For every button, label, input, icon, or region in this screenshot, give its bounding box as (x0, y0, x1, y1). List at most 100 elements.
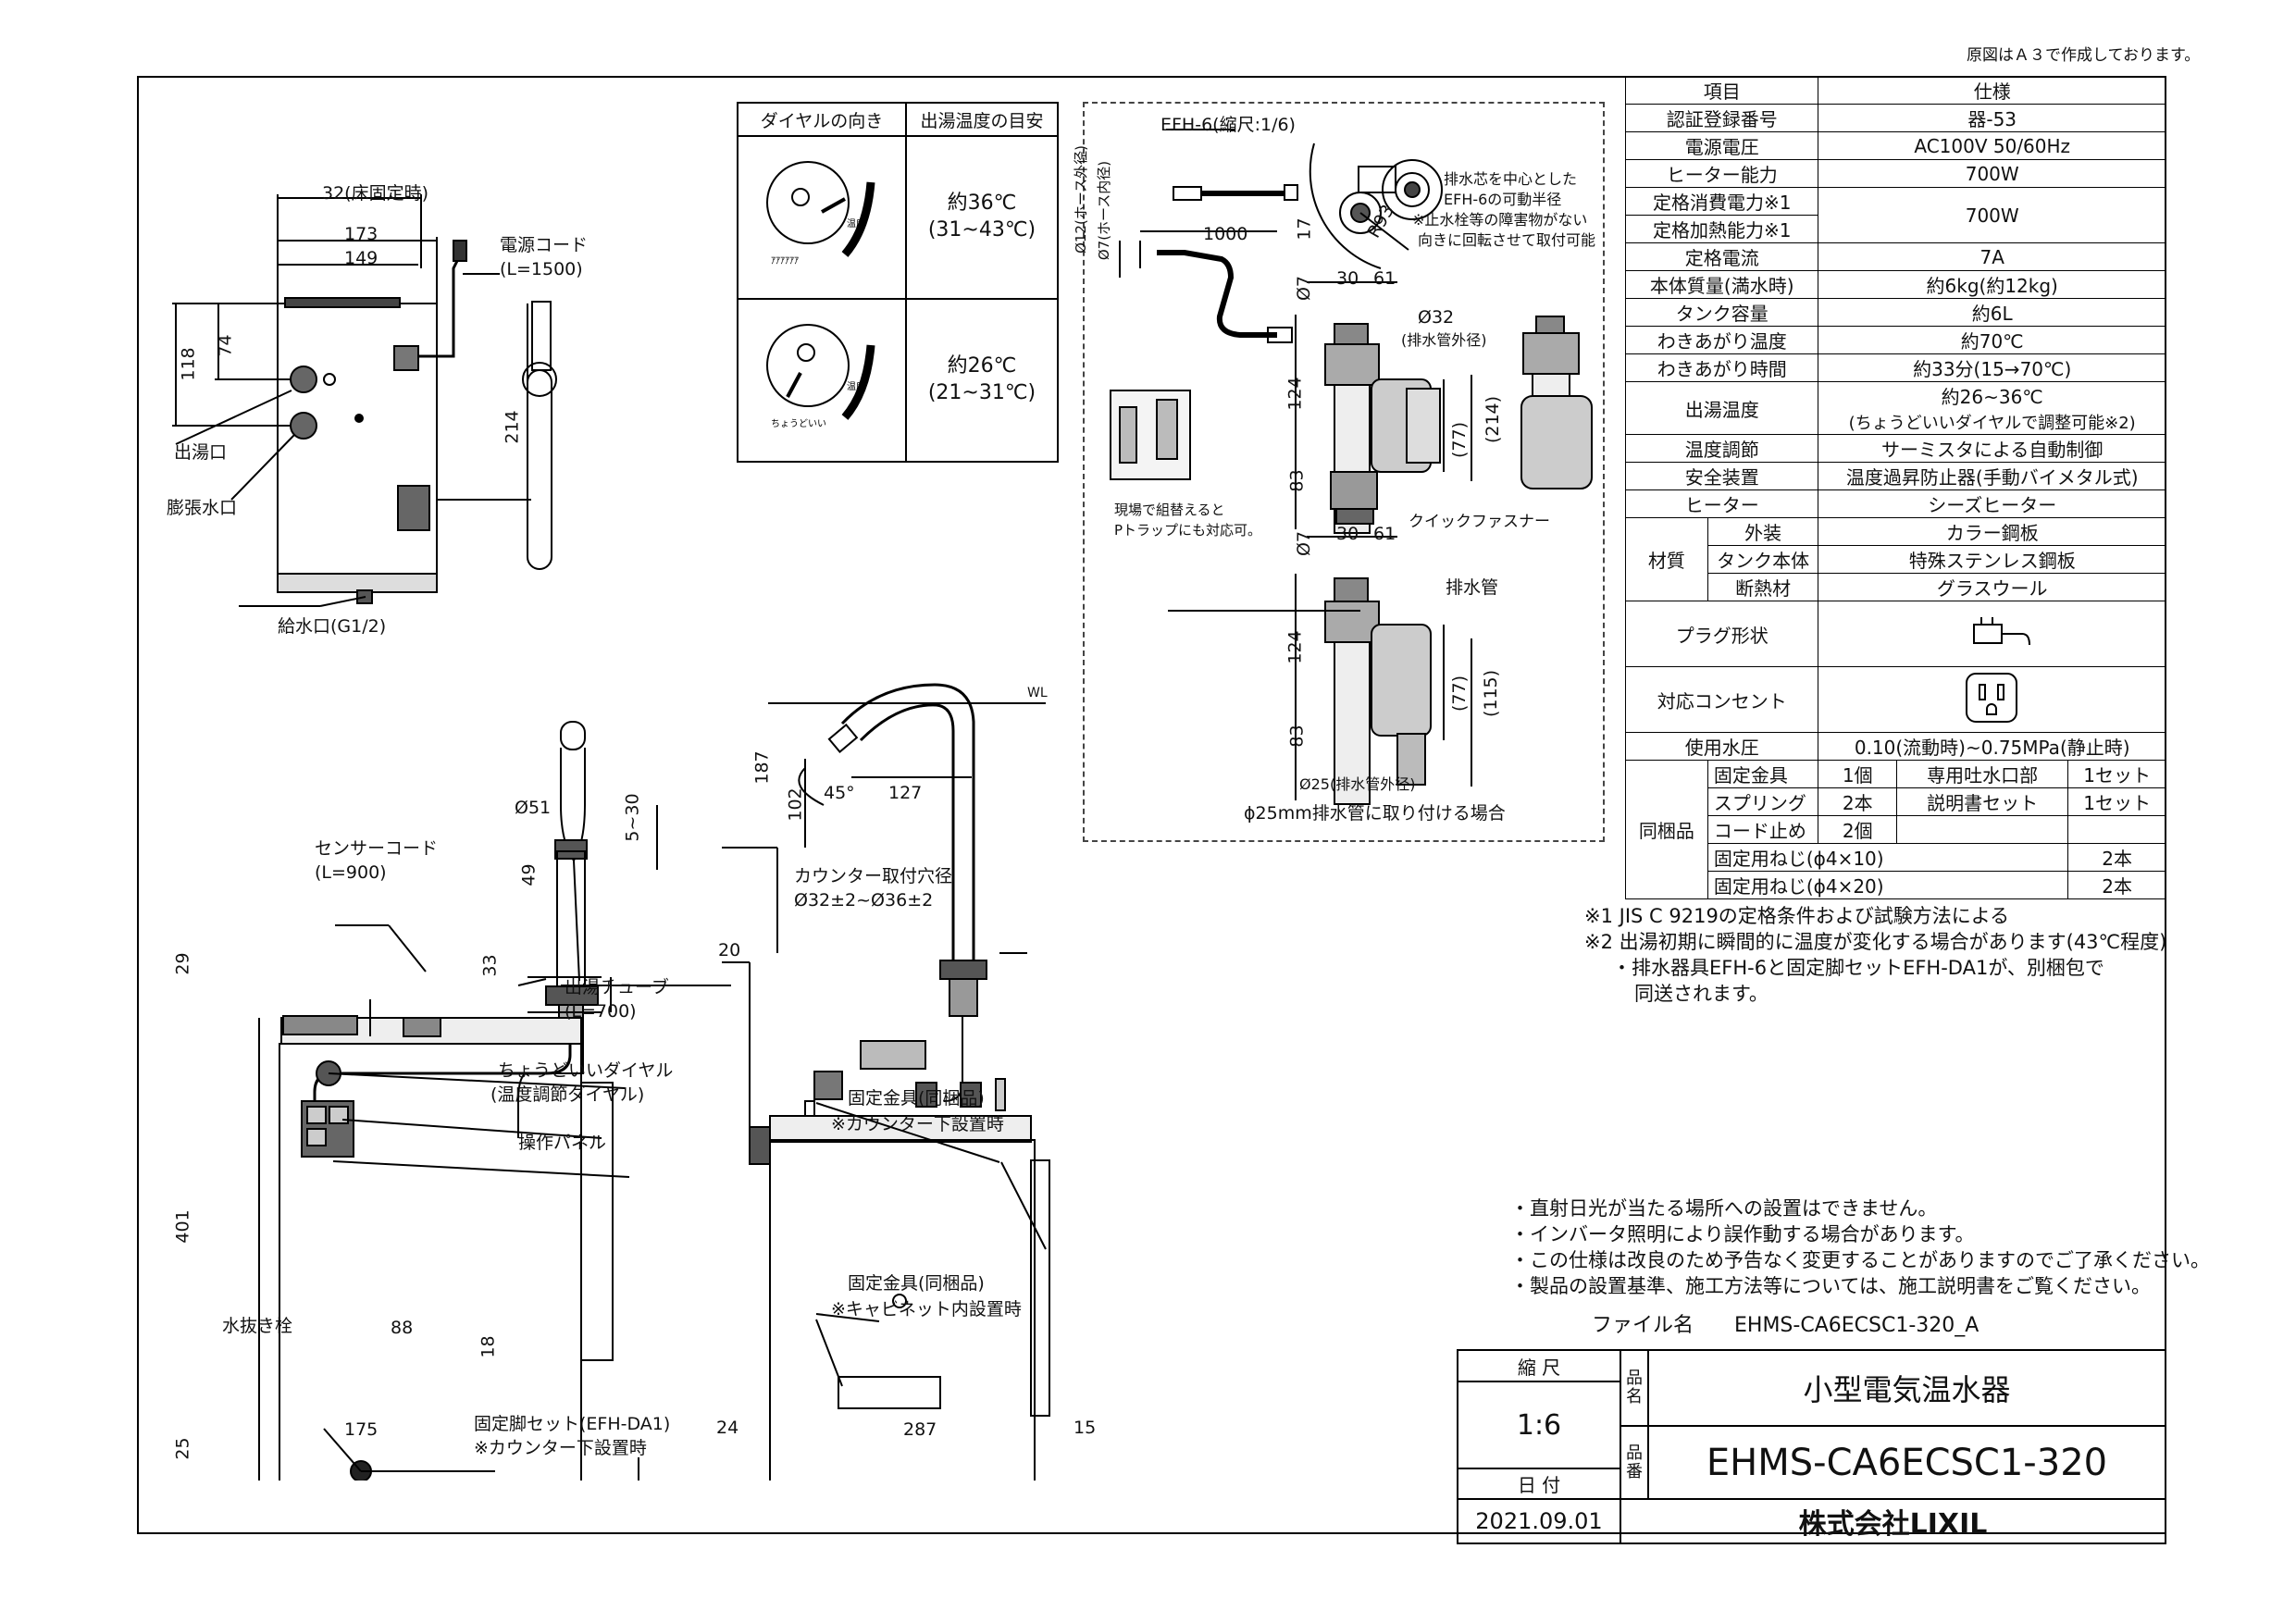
dial-row2-range: (21~31℃) (927, 381, 1036, 404)
efh-d7: Ø7(ホース内径) (1096, 160, 1113, 261)
efh-61: 61 (1373, 268, 1396, 289)
outlet-tube-label: 出湯チューブ (565, 977, 669, 997)
efh-61b: 61 (1373, 524, 1396, 544)
included-qty: 1セット (2067, 787, 2166, 816)
dial-row1-drawing: ｱｱｱｱｱｱ 温度 (737, 135, 907, 300)
inlet-label: 給水口(G1/2) (278, 616, 387, 637)
efh-note3: ※止水栓等の障害物がない (1412, 211, 1588, 229)
svg-text:温度: 温度 (847, 217, 865, 229)
spec-row-value: AC100V 50/60Hz (1818, 131, 2166, 160)
efh-d12: Ø12(ホース外径) (1072, 145, 1089, 254)
efh-note1: 排水芯を中心とした (1444, 170, 1578, 188)
date-label: 日 付 (1457, 1468, 1621, 1500)
spec-row-value: 7A (1818, 242, 2166, 271)
sensor-cord-length: (L=900) (315, 862, 387, 883)
dim-175: 175 (344, 1419, 379, 1440)
caution-4: ・製品の設置基準、施工方法等については、施工説明書をご覧ください。 (1510, 1275, 2151, 1297)
dial-col2: 出湯温度の目安 (905, 102, 1059, 137)
spec-header-spec: 仕様 (1818, 76, 2166, 105)
sensor-cord-label: センサーコード (315, 838, 439, 859)
spec-row-value: 約33分(15→70℃) (1818, 353, 2166, 382)
product-name-label: 品名 (1620, 1349, 1649, 1427)
spec-row-key: 温度調節 (1624, 434, 1819, 463)
svg-text:ちょうどいい: ちょうどいい (771, 418, 826, 429)
file-name: EHMS-CA6ECSC1-320_A (1734, 1314, 1980, 1337)
outlet-label: 出湯口 (174, 442, 228, 463)
dim-149: 149 (344, 248, 379, 268)
bracket-label-2: 固定金具(同梱品) (848, 1273, 985, 1294)
dim-187: 187 (751, 750, 773, 785)
included-item: スプリング (1706, 787, 1819, 816)
efh-124b: 124 (1285, 630, 1306, 664)
dial-high-icon: ｱｱｱｱｱｱ 温度 (766, 161, 875, 266)
dim-102: 102 (785, 787, 806, 822)
efh-83b: 83 (1286, 725, 1308, 748)
date-value: 2021.09.01 (1457, 1498, 1621, 1544)
efh-30: 30 (1336, 268, 1359, 289)
dial-low-icon: ちょうどいい 温度 (766, 324, 875, 429)
scale-value: 1:6 (1457, 1381, 1621, 1469)
dim-15: 15 (1074, 1418, 1097, 1438)
spec-row-key: 電源電圧 (1624, 131, 1819, 160)
spec-row-value: 700W (1818, 159, 2166, 188)
product-number: EHMS-CA6ECSC1-320 (1647, 1425, 2166, 1500)
quick-fastener-label: クイックファスナー (1409, 513, 1550, 531)
spec-row-key: 認証登録番号 (1624, 104, 1819, 132)
dial-table: ダイヤルの向き 出湯温度の目安 ｱｱｱｱｱｱ 温度 約36℃(31~43℃) ち… (737, 102, 1059, 463)
svg-text:温度: 温度 (847, 380, 865, 392)
ptrap-note1: 現場で組替えると (1114, 502, 1225, 518)
spec-socket-key: 対応コンセント (1624, 666, 1819, 733)
dim-d51: Ø51 (515, 798, 552, 818)
spec-included-key: 同梱品 (1625, 760, 1708, 899)
spec-material-value: 特殊ステンレス鋼板 (1818, 545, 2166, 574)
spec-row-value: シーズヒーター (1818, 489, 2166, 518)
included-item: 固定用ねじ(ϕ4×20) (1706, 871, 2069, 899)
efh-title: EFH-6(縮尺:1/6) (1160, 115, 1296, 135)
drain-plug-label: 水抜き栓 (222, 1316, 293, 1336)
company-name: 株式会社LIXIL (1620, 1498, 2166, 1544)
dim-173: 173 (344, 224, 379, 244)
spec-rated-consumption: 定格消費電力※1 (1624, 187, 1819, 216)
dim-45: 45° (824, 783, 855, 803)
spec-material-part: 外装 (1706, 517, 1819, 546)
dim-287: 287 (903, 1419, 937, 1440)
spec-row-key: わきあがり時間 (1624, 353, 1819, 382)
spec-row-key: ヒーター (1624, 489, 1819, 518)
spec-outlet-temp-value: 約26~36℃ (1818, 381, 2166, 409)
spec-material-key: 材質 (1625, 517, 1708, 601)
efh-note4: 向きに回転させて取付可能 (1418, 231, 1596, 249)
footnote-2: ※2 出湯初期に瞬間的に温度が変化する場合があります(43℃程度) (1584, 931, 2167, 953)
leg-set-label: 固定脚セット(EFH-DA1) (474, 1414, 671, 1434)
front-view-drawing (258, 721, 731, 1481)
title-block: 縮 尺 品名 小型電気温水器 1:6 品番 EHMS-CA6ECSC1-320 … (1457, 1349, 2166, 1544)
dim-127: 127 (888, 783, 923, 803)
original-size-note: 原図はＡ３で作成しております。 (1967, 46, 2201, 65)
efh-124: 124 (1285, 377, 1306, 411)
dial-row2-temp: 約26℃ (947, 354, 1017, 378)
included-item: 説明書セット (1896, 787, 2069, 816)
spec-rated-value: 700W (1818, 187, 2166, 243)
efh-30b: 30 (1336, 524, 1359, 544)
efh-115: (115) (1481, 669, 1502, 718)
dim-214: 214 (502, 410, 523, 444)
efh-d32: Ø32 (1418, 307, 1455, 328)
spec-row-value: 器-53 (1818, 104, 2166, 132)
spec-material-part: 断熱材 (1706, 573, 1819, 601)
dim-5-30: 5~30 (622, 793, 643, 842)
dial-label: ちょうどいいダイヤル (498, 1060, 674, 1081)
leg-set-note: ※カウンター下設置時 (474, 1438, 647, 1458)
spec-plug-value (1818, 601, 2166, 667)
footnote-3: ・排水器具EFH-6と固定脚セットEFH-DA1が、別梱包で (1612, 957, 2104, 979)
dial-label-sub: (温度調節ダイヤル) (490, 1084, 645, 1105)
dim-49: 49 (518, 863, 540, 886)
included-qty: 1セット (2067, 760, 2166, 788)
dim-24: 24 (716, 1418, 739, 1438)
footnote-1: ※1 JIS C 9219の定格条件および試験方法による (1584, 905, 2010, 927)
dim-25: 25 (172, 1437, 193, 1460)
spec-plug-key: プラグ形状 (1624, 601, 1819, 667)
spec-row-value: 約70℃ (1818, 326, 2166, 354)
efh-17: 17 (1294, 217, 1315, 241)
dim-20: 20 (718, 940, 741, 960)
spec-row-key: 本体質量(満水時) (1624, 270, 1819, 299)
